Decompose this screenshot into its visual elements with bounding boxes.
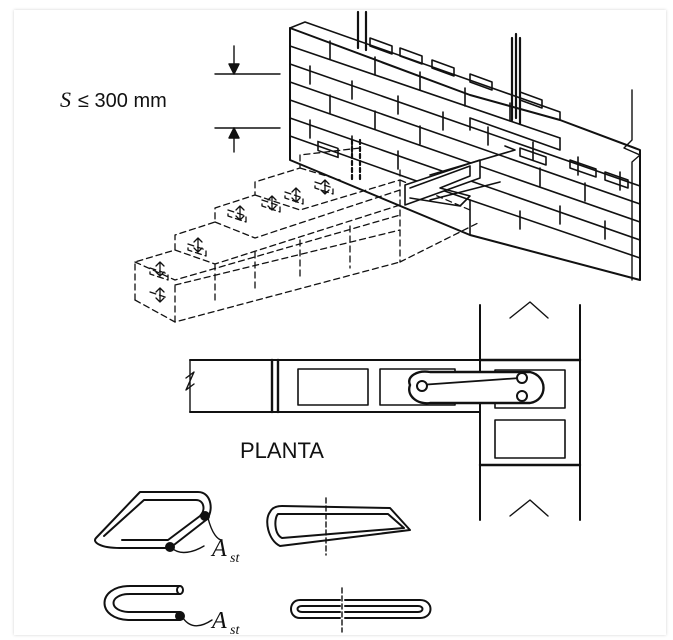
plan-label: PLANTA (240, 438, 324, 463)
u-tie-detail (103, 585, 213, 627)
spacing-symbol: S (60, 87, 71, 112)
tie-bar-3d (404, 145, 516, 207)
plan-view (185, 301, 582, 521)
tie-bar-symbol-1: A (210, 536, 227, 562)
tie-bar-markers-3d (155, 179, 330, 303)
tie-bar-symbol-2: A (210, 608, 227, 634)
triangular-tie-detail (94, 491, 223, 554)
diagram-panel (14, 10, 666, 635)
spacing-dimension (214, 45, 281, 153)
main-wall-3d (289, 21, 641, 281)
spacing-relation: ≤ 300 mm (78, 90, 167, 112)
tie-bar-subscript-1: st (230, 551, 240, 566)
u-tie-plan (290, 587, 432, 633)
tie-bar-subscript-2: st (230, 623, 240, 638)
triangular-tie-plan (266, 497, 411, 556)
intersecting-wall-3d (134, 147, 481, 323)
vertical-rebars (350, 10, 522, 184)
